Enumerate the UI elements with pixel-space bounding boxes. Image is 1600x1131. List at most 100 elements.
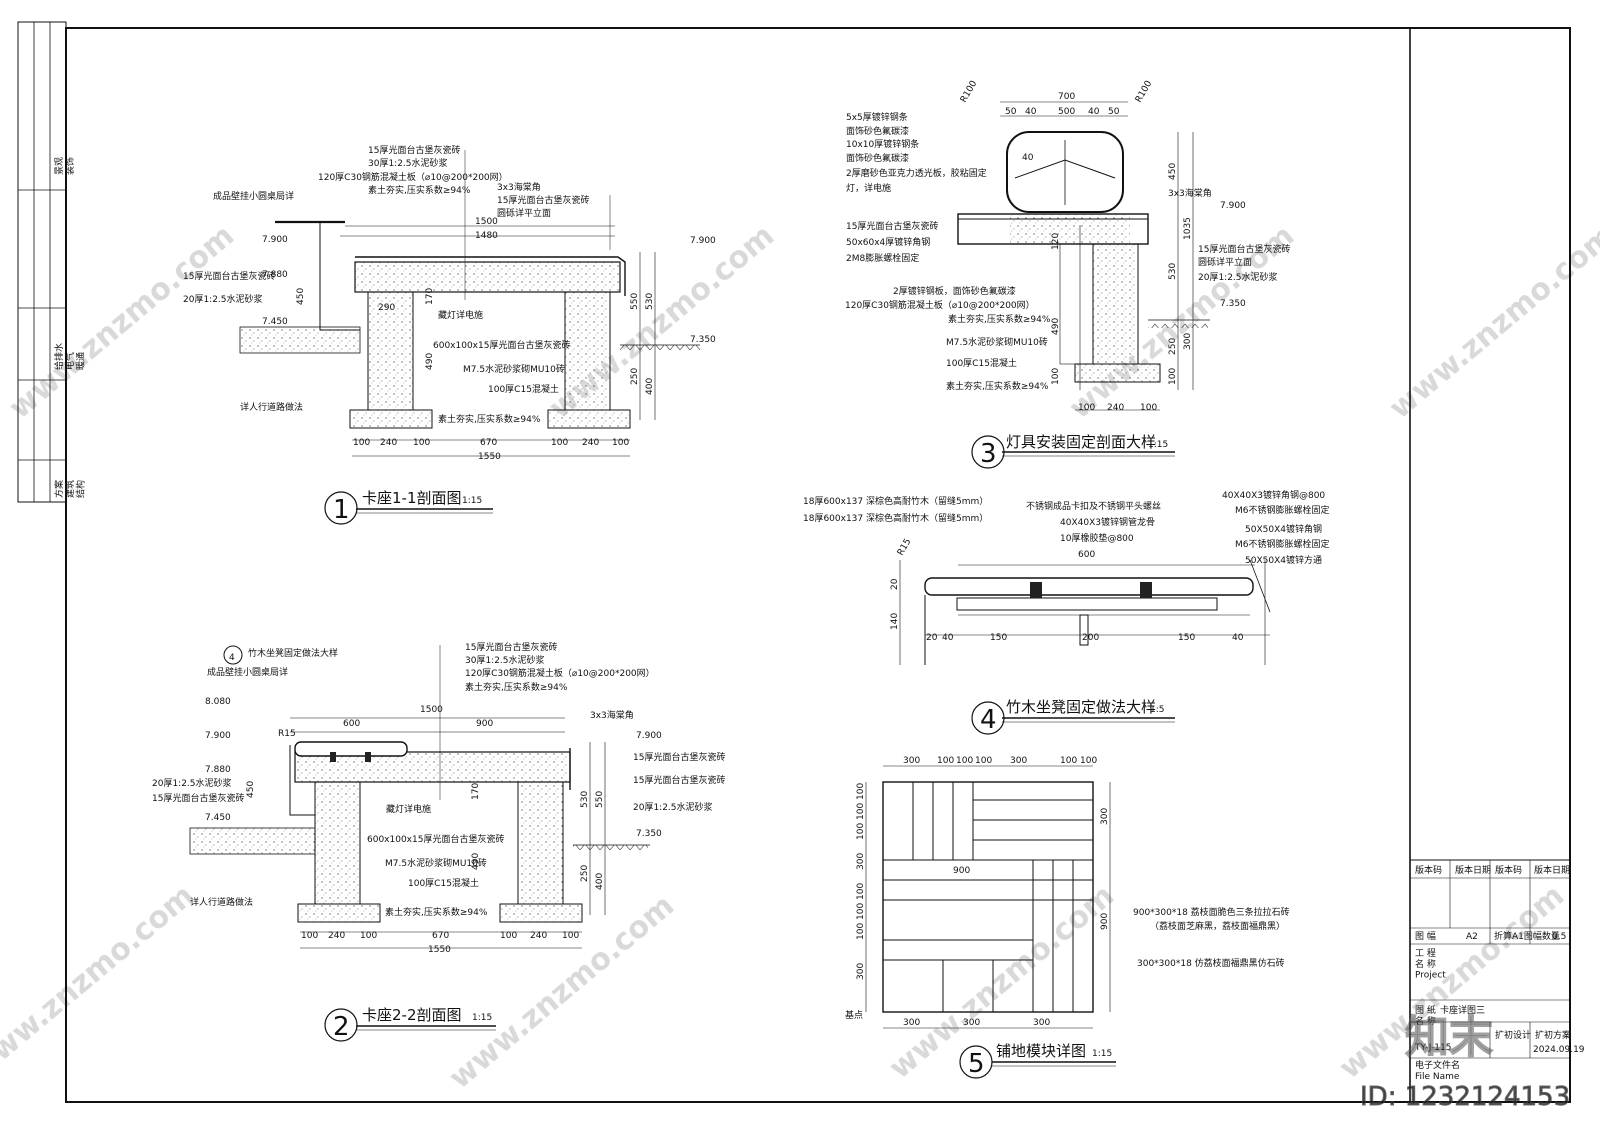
note: 120厚C30钢筋混凝土板（⌀10@200*200网） <box>845 299 1035 311</box>
note: 20厚1:2.5水泥砂浆 <box>633 801 713 813</box>
dim: 240 <box>582 438 599 448</box>
section-1-drawing <box>239 150 700 457</box>
stage-label: 扩初设计 <box>1495 1029 1531 1041</box>
note: 100厚C15混凝土 <box>408 877 479 889</box>
note: 18厚600x137 深棕色高耐竹木（留缝5mm） <box>803 495 988 507</box>
dim: 140 <box>890 613 900 630</box>
dim: 100 <box>562 931 579 941</box>
note: 2M8膨胀螺栓固定 <box>846 252 919 264</box>
dim: 150 <box>1178 633 1195 643</box>
section-title: 卡座1-1剖面图 <box>362 489 462 507</box>
left-strip: 景观装饰 给排水电气暖通 方案建筑结构 <box>17 21 87 503</box>
dim: 100 <box>1051 368 1061 385</box>
section-5-drawing <box>865 765 1111 1029</box>
conversion-label: 折算A1图幅数量 <box>1494 930 1560 942</box>
dim: R15 <box>278 729 296 739</box>
elevation: 7.900 <box>205 731 231 741</box>
dim: 300 <box>903 756 920 766</box>
dim: 100 <box>856 783 866 800</box>
note: 50X50X4镀锌方通 <box>1245 554 1322 566</box>
sheet-size-label: 图 幅 <box>1415 930 1436 942</box>
dim: 100 <box>301 931 318 941</box>
dim: 100 <box>413 438 430 448</box>
dim: 100 <box>612 438 629 448</box>
dim: 150 <box>990 633 1007 643</box>
note: 详人行道路做法 <box>190 896 253 908</box>
dim: 170 <box>471 783 481 800</box>
dim: 250 <box>580 865 590 882</box>
section-scale: 1:15 <box>472 1013 492 1023</box>
section-scale: 1:5 <box>1150 705 1164 715</box>
origin-label: 基点 <box>845 1009 863 1021</box>
dim: 700 <box>1058 92 1075 102</box>
note: M6不锈钢膨胀螺栓固定 <box>1235 504 1330 516</box>
elevation: 7.350 <box>690 335 716 345</box>
dim: 300 <box>903 1018 920 1028</box>
note: 2厚磨砂色亚克力透光板，胶粘固定 <box>846 167 987 179</box>
section-number: 5 <box>968 1049 985 1079</box>
dim: 530 <box>645 293 655 310</box>
dim: 50 <box>1108 107 1120 117</box>
dim: 300 <box>1183 333 1193 350</box>
note: 900*300*18 荔枝面脆色三条拉拉石砖 <box>1133 906 1290 918</box>
elevation: 7.900 <box>262 235 288 245</box>
section-4-notes: 18厚600x137 深棕色高耐竹木（留缝5mm） 18厚600x137 深棕色… <box>803 489 1330 643</box>
note: 120厚C30钢筋混凝土板（⌀10@200*200网） <box>318 171 508 183</box>
note: 素土夯实,压实系数≥94% <box>946 380 1049 392</box>
dim: 40 <box>1022 153 1034 163</box>
note: 灯，详电施 <box>846 182 891 194</box>
dim: 170 <box>425 288 435 305</box>
note: 3x3海棠角 <box>1168 187 1212 199</box>
watermark-site: www.znzmo.com <box>1383 218 1600 426</box>
note: 20厚1:2.5水泥砂浆 <box>152 777 232 789</box>
dim-total: 1550 <box>478 452 501 462</box>
note: 40X40X3镀锌钢管龙骨 <box>1060 516 1155 528</box>
note: 30厚1:2.5水泥砂浆 <box>368 157 448 169</box>
dim: 600 <box>1078 550 1095 560</box>
rev-header: 版本码 <box>1495 864 1522 876</box>
dim: 300 <box>1100 808 1110 825</box>
drawing-name: 卡座详图三 <box>1440 1004 1485 1016</box>
section-scale: 1:15 <box>462 496 482 506</box>
rev-header: 版本日期 <box>1534 864 1570 876</box>
dim: 100 <box>856 803 866 820</box>
stage-value: 扩初方案 <box>1535 1029 1571 1041</box>
brand-logo: 知末 <box>1405 1012 1493 1063</box>
note: 3x3海棠角 <box>590 709 634 721</box>
title-block: 版本码 版本日期 版本码 版本日期 图 幅 A2 折算A1图幅数量 0.5 工 … <box>1410 859 1585 1082</box>
logo-watermark: 知末 <box>1404 1011 1493 1063</box>
note: 10x10厚镀锌钢条 <box>846 138 919 150</box>
dim: 670 <box>432 931 449 941</box>
note: M7.5水泥砂浆砌MU10砖 <box>385 857 487 869</box>
dim: 100 <box>500 931 517 941</box>
elevation: 7.450 <box>205 813 231 823</box>
note: 成品壁挂小圆桌局详 <box>213 190 294 202</box>
dim: 20 <box>926 633 938 643</box>
section-number: 1 <box>333 495 350 525</box>
section-number: 4 <box>980 705 997 735</box>
note: 15厚光面台古堡灰瓷砖 <box>633 751 725 763</box>
note: 50x60x4厚镀锌角钢 <box>846 236 930 248</box>
note: 素土夯实,压实系数≥94% <box>438 413 541 425</box>
outer-frame <box>65 27 1571 1103</box>
note: 5x5厚镀锌钢条 <box>846 111 908 123</box>
dim: 530 <box>1168 263 1178 280</box>
dim: 100 <box>1060 756 1077 766</box>
note: 15厚光面台古堡灰瓷砖 <box>368 144 460 156</box>
note: 120厚C30钢筋混凝土板（⌀10@200*200网） <box>465 667 655 679</box>
elevation: 7.880 <box>205 765 231 775</box>
section-title: 竹木坐凳固定做法大样 <box>1006 698 1156 716</box>
dim: 1500 <box>420 705 443 715</box>
dim: 100 <box>1168 368 1178 385</box>
dim: 240 <box>328 931 345 941</box>
note: 300*300*18 仿荔枝面福鼎黑仿石砖 <box>1137 957 1285 969</box>
elevation: 7.450 <box>262 317 288 327</box>
dim: R100 <box>1134 79 1155 105</box>
dim: 40 <box>1025 107 1037 117</box>
dim: 490 <box>471 853 481 870</box>
sheet-number: TY-J-115 <box>1414 1043 1451 1053</box>
note: 藏灯详电施 <box>438 309 483 321</box>
